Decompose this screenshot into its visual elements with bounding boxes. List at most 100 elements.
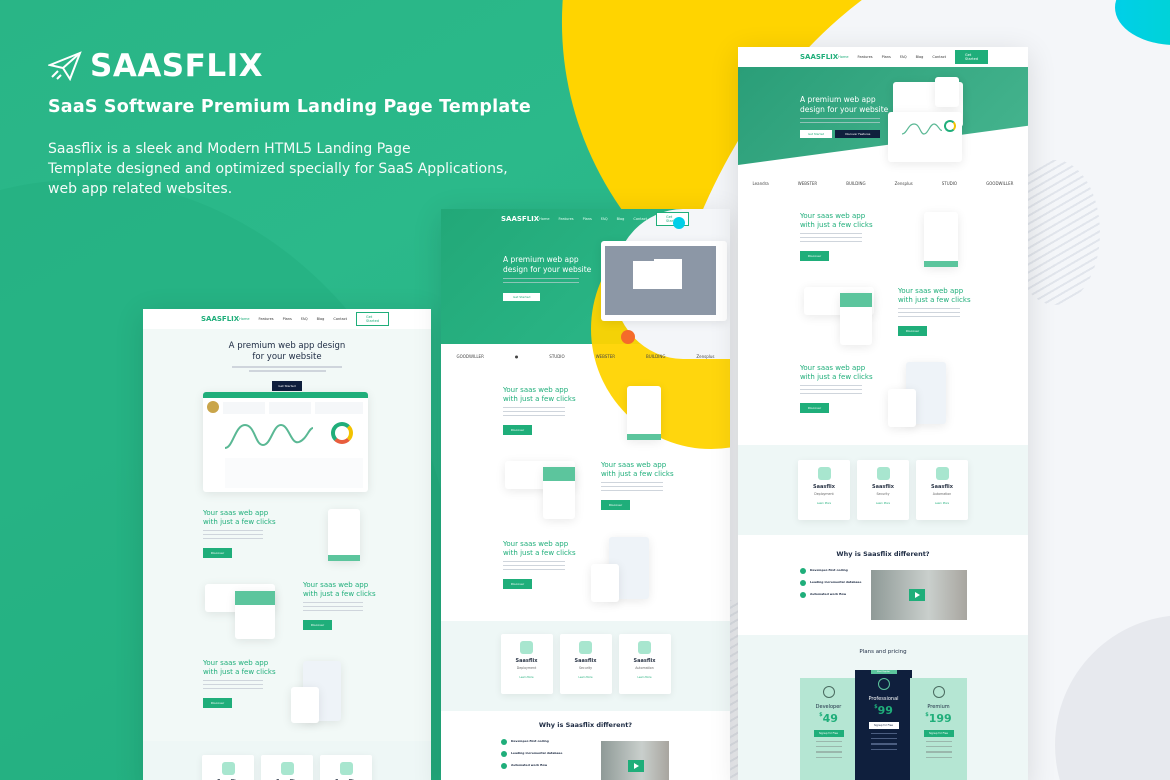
service-card: Saasflix — [261, 755, 313, 780]
pricing-table: Developer $49 Signup for Free Most Popul… — [800, 670, 967, 780]
payment-card-illustration — [235, 591, 275, 639]
mockup-left: SAASFLIX Home Features Plans FAQ Blog Co… — [143, 309, 431, 780]
contacts-illustration — [888, 389, 916, 427]
nav-link-home[interactable]: Home — [239, 317, 250, 321]
nav-link-plans[interactable]: Plans — [881, 55, 891, 59]
paper-plane-icon — [48, 51, 82, 81]
mockup-nav: SAASFLIX Home Features Plans FAQ Blog Co… — [738, 47, 1028, 67]
hero-section: SAASFLIX SaaS Software Premium Landing P… — [48, 48, 568, 199]
learn-more-link[interactable]: Learn More — [578, 676, 593, 679]
why-item: Leading incremental database — [800, 580, 861, 586]
nav-link-home[interactable]: Home — [539, 217, 550, 221]
discover-button[interactable]: Discover — [503, 579, 533, 589]
plan-premium: Premium $199 Signup for Free — [910, 678, 967, 780]
nav-link-contact[interactable]: Contact — [333, 317, 348, 321]
why-item: Developer-first coding — [501, 739, 562, 745]
signup-button[interactable]: Signup for Free — [813, 730, 844, 737]
rocket-icon — [877, 678, 890, 690]
discover-button[interactable]: Discover — [898, 326, 928, 336]
learn-more-link[interactable]: Learn More — [637, 676, 652, 679]
nav-link-blog[interactable]: Blog — [616, 217, 625, 221]
laptop-screen — [601, 241, 727, 321]
tagline: SaaS Software Premium Landing Page Templ… — [48, 97, 531, 117]
service-card: Saasflix — [320, 755, 372, 780]
nav-link-contact[interactable]: Contact — [633, 217, 648, 221]
why-item: Leading incremental database — [501, 751, 562, 757]
get-started-button[interactable]: Get Started — [356, 312, 389, 326]
play-icon[interactable] — [909, 589, 926, 601]
get-started-button[interactable]: Get Started — [955, 50, 988, 64]
learn-more-link[interactable]: Learn More — [935, 502, 949, 505]
discover-button[interactable]: Discover — [800, 251, 830, 261]
why-section: Why is Saasflix different? Developer-fir… — [738, 550, 1028, 620]
discover-button[interactable]: Discover — [303, 620, 333, 630]
brand-logo: SAASFLIX — [48, 48, 568, 84]
hero-title: A premium web app design for your websit… — [228, 341, 346, 362]
learn-more-link[interactable]: Learn More — [876, 502, 890, 505]
mockup-nav: SAASFLIX Home Features Plans FAQ Blog Co… — [143, 309, 431, 329]
nav-link-faq[interactable]: FAQ — [600, 217, 608, 221]
nav-link-plans[interactable]: Plans — [582, 217, 592, 221]
nav-link-features[interactable]: Features — [857, 55, 873, 59]
video-thumbnail[interactable] — [601, 741, 669, 780]
learn-more-link[interactable]: Learn More — [817, 502, 831, 505]
nav-link-faq[interactable]: FAQ — [300, 317, 308, 321]
mockup-logo: SAASFLIX — [201, 315, 240, 323]
nav-link-features[interactable]: Features — [558, 217, 574, 221]
discover-button[interactable]: Discover — [503, 425, 533, 435]
contacts-illustration — [591, 564, 619, 602]
why-item: Developer-first coding — [800, 568, 861, 574]
nav-link-contact[interactable]: Contact — [932, 55, 947, 59]
nav-link-faq[interactable]: FAQ — [899, 55, 907, 59]
login-card-illustration — [627, 386, 661, 440]
discover-button[interactable]: Discover — [203, 548, 233, 558]
discover-button[interactable]: Discover — [203, 698, 233, 708]
brand-name: SAASFLIX — [90, 48, 264, 84]
plan-professional: Most Popular Professional $99 Signup for… — [855, 670, 912, 780]
signup-button[interactable]: Signup for Free — [923, 730, 954, 737]
mockup-nav: SAASFLIX Home Features Plans FAQ Blog Co… — [441, 209, 730, 229]
learn-more-link[interactable]: Learn More — [519, 676, 534, 679]
discover-features-button[interactable]: Discover Features — [835, 130, 881, 138]
pricing-section: Plans and pricing Developer $49 Signup f… — [738, 635, 1028, 780]
hero-get-started-button[interactable]: Get Started — [800, 130, 833, 138]
diamond-icon — [822, 686, 835, 698]
list-preview — [935, 77, 959, 107]
signup-button[interactable]: Signup for Free — [868, 722, 899, 729]
cyan-dot — [673, 217, 685, 229]
discover-button[interactable]: Discover — [800, 403, 830, 413]
nav-link-blog[interactable]: Blog — [915, 55, 924, 59]
why-section: Why is Saasflix different? Developer-fir… — [441, 721, 730, 780]
hero-get-started-button[interactable]: Get Started — [272, 380, 302, 391]
service-card: Saasflix — [202, 755, 254, 780]
nav-link-features[interactable]: Features — [258, 317, 274, 321]
why-item: Automated work flow — [800, 592, 861, 598]
why-item: Automated work flow — [501, 763, 562, 769]
why-title: Why is Saasflix different? — [538, 721, 633, 729]
nav-link-plans[interactable]: Plans — [282, 317, 292, 321]
mockup-hero: A premium web app design for your websit… — [143, 341, 431, 391]
nav-link-blog[interactable]: Blog — [316, 317, 325, 321]
dashboard-preview — [888, 112, 962, 162]
video-thumbnail[interactable] — [871, 570, 967, 620]
plan-developer: Developer $49 Signup for Free — [800, 678, 857, 780]
play-icon[interactable] — [628, 760, 645, 772]
hero-get-started-button[interactable]: Get Started — [503, 293, 541, 301]
nav-link-home[interactable]: Home — [838, 55, 849, 59]
login-card-illustration — [924, 212, 958, 267]
discover-button[interactable]: Discover — [601, 500, 631, 510]
pricing-title: Plans and pricing — [859, 649, 907, 655]
